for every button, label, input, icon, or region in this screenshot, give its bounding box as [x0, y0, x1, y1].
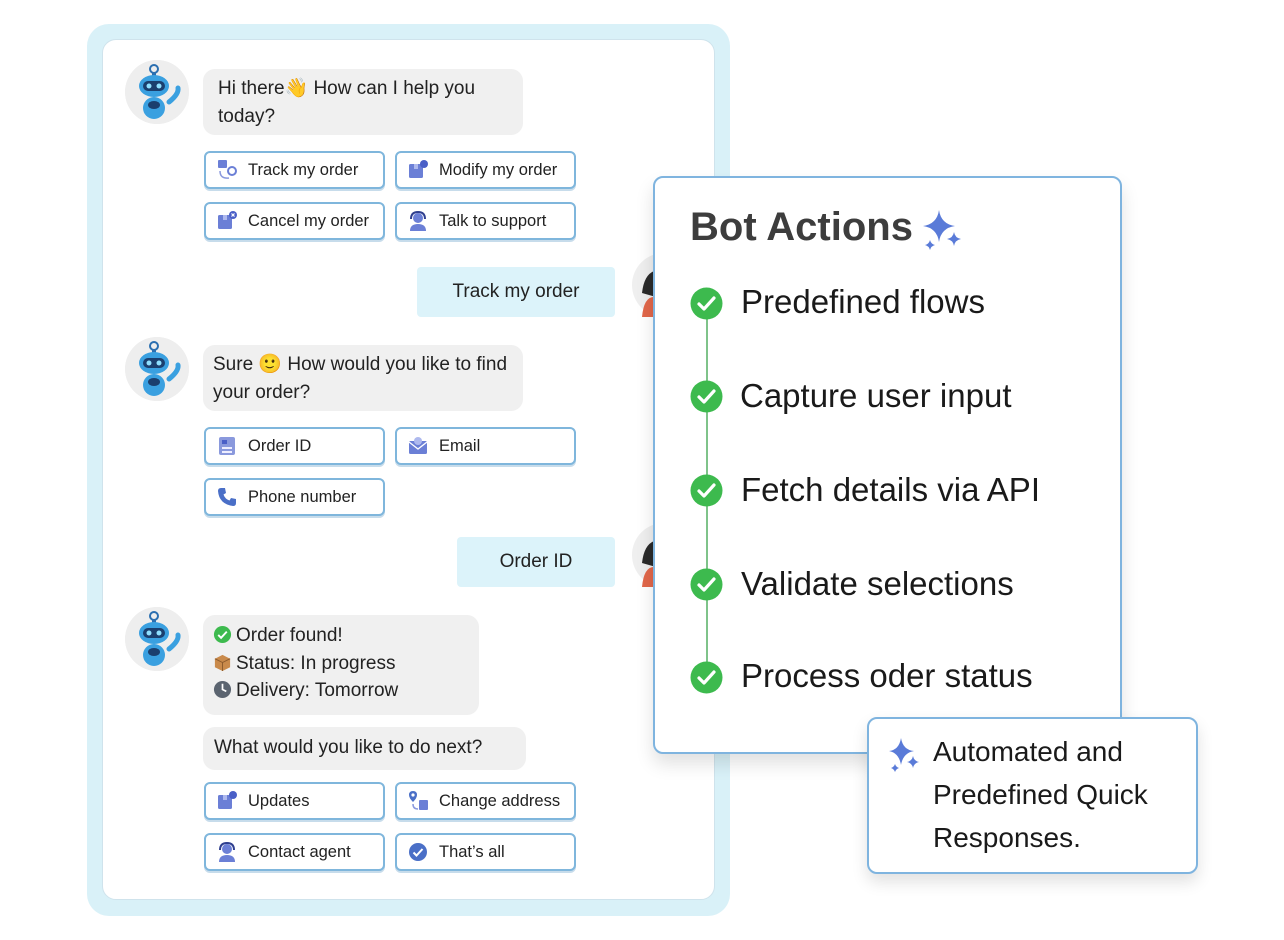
updates-icon: [216, 790, 238, 812]
automated-responses-text: Automated and Predefined Quick Responses…: [933, 736, 1148, 853]
quick-reply-updates[interactable]: Updates: [204, 782, 385, 820]
bot-action-item: Validate selections: [741, 565, 1014, 602]
bot-avatar: [125, 607, 189, 671]
quick-reply-order-id[interactable]: Order ID: [204, 427, 385, 465]
robot-icon: [125, 60, 189, 124]
check-circle-icon: [690, 380, 723, 413]
sparkle-icon: [889, 738, 919, 772]
check-mark-icon: [213, 625, 232, 644]
check-circle-icon: [690, 568, 723, 601]
quick-reply-modify-order[interactable]: Modify my order: [395, 151, 576, 189]
message-text: What would you like to do next?: [214, 737, 483, 758]
quick-reply-track-order[interactable]: Track my order: [204, 151, 385, 189]
phone-icon: [216, 486, 238, 508]
quick-reply-thats-all[interactable]: That’s all: [395, 833, 576, 871]
package-icon: [214, 654, 231, 671]
user-icon: [642, 271, 656, 317]
support-agent-icon: [407, 210, 429, 232]
quick-reply-change-address[interactable]: Change address: [395, 782, 576, 820]
quick-reply-email[interactable]: Email: [395, 427, 576, 465]
check-circle-icon: [407, 841, 429, 863]
clock-icon: [213, 680, 232, 699]
change-address-icon: [407, 790, 429, 812]
bot-avatar: [125, 60, 189, 124]
user-message: Order ID: [457, 537, 615, 587]
check-circle-icon: [690, 287, 723, 320]
robot-icon: [125, 607, 189, 671]
message-text: Sure 🙂 How would you like to find your o…: [213, 354, 508, 403]
check-circle-icon: [690, 474, 723, 507]
bot-message: What would you like to do next?: [203, 727, 526, 770]
email-icon: [407, 435, 429, 457]
message-text: Hi there👋 How can I help you today?: [218, 78, 476, 127]
bot-action-item: Fetch details via API: [741, 471, 1040, 508]
bot-actions-title: Bot Actions: [690, 205, 913, 249]
user-message: Track my order: [417, 267, 615, 317]
sparkle-icon: [923, 210, 961, 250]
cancel-order-icon: [216, 210, 238, 232]
bot-avatar: [125, 337, 189, 401]
bot-message: Sure 🙂 How would you like to find your o…: [203, 345, 523, 411]
bot-message: Hi there👋 How can I help you today?: [203, 69, 523, 135]
delivery-line: Delivery: Tomorrow: [213, 677, 469, 705]
bot-action-item: Process oder status: [741, 657, 1033, 694]
bot-action-item: Capture user input: [740, 377, 1012, 414]
modify-order-icon: [407, 159, 429, 181]
quick-reply-talk-support[interactable]: Talk to support: [395, 202, 576, 240]
robot-icon: [125, 337, 189, 401]
quick-reply-phone[interactable]: Phone number: [204, 478, 385, 516]
contact-agent-icon: [216, 841, 238, 863]
bot-actions-card: [653, 176, 1122, 754]
automated-responses-card: [867, 717, 1198, 874]
track-order-icon: [216, 159, 238, 181]
user-icon: [642, 541, 656, 587]
quick-reply-contact-agent[interactable]: Contact agent: [204, 833, 385, 871]
bot-order-status-message: Order found! Status: In progress Deliver…: [203, 615, 479, 715]
check-circle-icon: [690, 661, 723, 694]
order-found-line: Order found!: [213, 622, 469, 650]
quick-reply-cancel-order[interactable]: Cancel my order: [204, 202, 385, 240]
order-id-icon: [216, 435, 238, 457]
status-line: Status: In progress: [213, 650, 469, 678]
bot-action-item: Predefined flows: [741, 283, 985, 320]
